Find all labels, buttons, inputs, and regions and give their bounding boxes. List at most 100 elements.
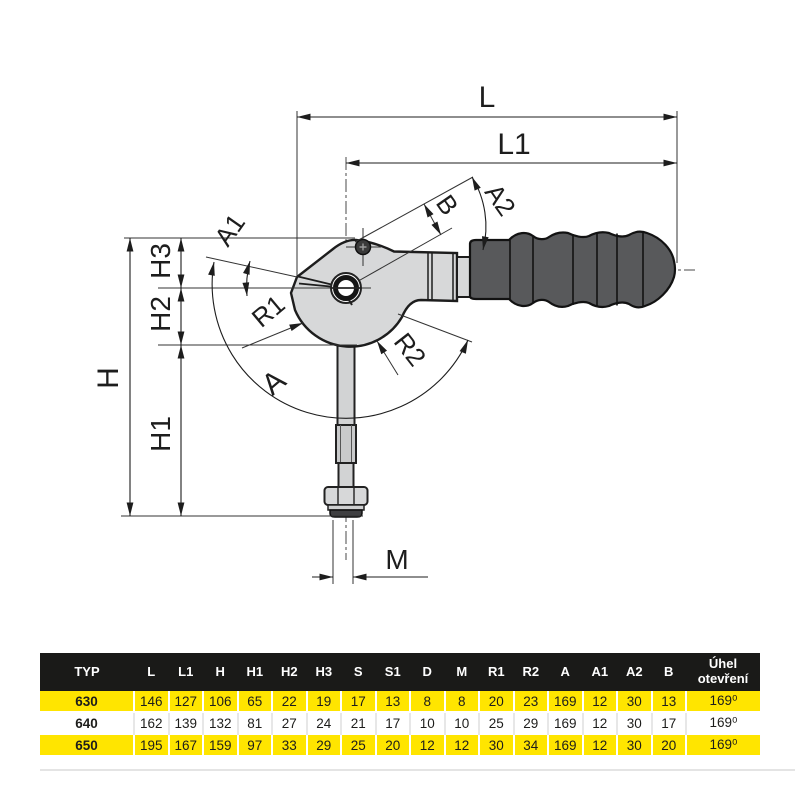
grip-ridges [509,232,644,306]
hex-nut [323,486,369,506]
table-cell: 25 [340,734,376,756]
table-cell: 159 [202,734,238,756]
table-cell: 169⁰ [685,712,760,734]
table-cell: 139 [167,712,203,734]
table-cell: 195 [133,734,169,756]
table-cell: 21 [340,712,376,734]
dim-label-A1: A1 [208,208,251,251]
table-cell: 167 [167,734,203,756]
column-header: A1 [582,653,617,691]
column-header: S [341,653,376,691]
table-cell: 25 [478,712,514,734]
column-header: S1 [375,653,410,691]
table-cell: 23 [512,691,548,712]
dim-label-H1: H1 [145,416,176,452]
bottom-divider [40,769,795,771]
table-cell: 8 [409,691,445,712]
table-cell: 630 [40,691,134,712]
table-cell: 34 [512,734,548,756]
dim-label-H: H [92,367,125,389]
table-cell: 650 [40,734,134,756]
table-cell: 65 [236,691,272,712]
table-cell: 640 [40,712,134,734]
table-cell: 13 [374,691,410,712]
column-header: H1 [237,653,272,691]
table-cell: 29 [305,734,341,756]
column-header: A2 [617,653,652,691]
column-header: A [548,653,583,691]
table-cell: 169 [547,734,583,756]
column-header: L1 [168,653,203,691]
column-header: TYP [40,653,134,691]
table-cell: 169 [547,691,583,712]
toggle-clamp-diagram: L L1 H H1 H2 H3 A1 B A2 R1 R2 A M [92,81,695,584]
table-cell: 10 [443,712,479,734]
table-cell: 12 [443,734,479,756]
table-cell: 19 [305,691,341,712]
thread-section [335,424,357,464]
column-header: H3 [306,653,341,691]
rubber-pad [329,509,363,518]
pivot-pin [322,272,371,306]
table-cell: 30 [478,734,514,756]
table-cell: 27 [271,712,307,734]
table-cell: 20 [650,734,686,756]
dim-label-B: B [430,189,465,220]
dim-label-M: M [385,544,408,575]
dim-label-R1: R1 [246,289,291,333]
dim-label-L1: L1 [497,128,530,161]
table-cell: 81 [236,712,272,734]
column-header: Úhel otevření [686,653,760,691]
column-header: H2 [272,653,307,691]
column-header: R1 [479,653,514,691]
table-cell: 17 [374,712,410,734]
table-cell: 97 [236,734,272,756]
table-cell: 8 [443,691,479,712]
table-cell: 33 [271,734,307,756]
table-cell: 22 [271,691,307,712]
column-header: R2 [513,653,548,691]
dim-label-L: L [479,81,496,114]
table-cell: 146 [133,691,169,712]
table-cell: 12 [409,734,445,756]
table-cell: 169⁰ [685,734,760,756]
table-cell: 30 [616,734,652,756]
table-cell: 106 [202,691,238,712]
arc-A [211,261,469,419]
column-header: B [651,653,686,691]
table-cell: 169 [547,712,583,734]
table-cell: 162 [133,712,169,734]
table-cell: 30 [616,691,652,712]
spindle [323,337,369,518]
rivet [346,228,381,266]
table-cell: 169⁰ [685,691,760,712]
table-cell: 12 [581,712,617,734]
table-cell: 17 [650,712,686,734]
table-cell: 20 [478,691,514,712]
table-cell: 24 [305,712,341,734]
table-cell: 12 [581,734,617,756]
dim-label-R2: R2 [388,327,432,372]
technical-drawing: L L1 H H1 H2 H3 A1 B A2 R1 R2 A M [92,81,695,584]
column-header: D [410,653,445,691]
table-cell: 30 [616,712,652,734]
dim-label-A: A [256,364,293,402]
dim-label-H2: H2 [145,296,176,332]
table-cell: 12 [581,691,617,712]
table-cell: 17 [340,691,376,712]
table-cell: 10 [409,712,445,734]
column-header: M [444,653,479,691]
column-header: H [203,653,238,691]
dim-label-H3: H3 [145,243,176,279]
table-cell: 13 [650,691,686,712]
table-cell: 132 [202,712,238,734]
